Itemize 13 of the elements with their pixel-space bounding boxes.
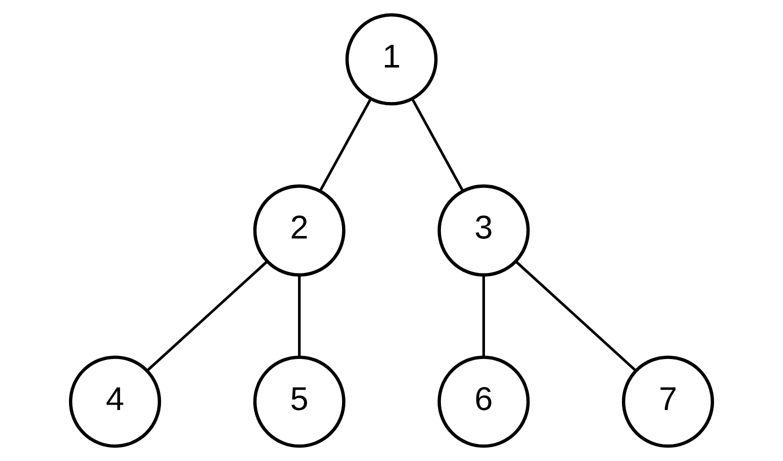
connector — [298, 274, 301, 357]
connector — [319, 98, 372, 192]
node-circle: 5 — [253, 356, 346, 448]
node-circle: 6 — [438, 356, 530, 448]
connector — [146, 260, 268, 372]
node-circle: 7 — [622, 356, 714, 448]
node-circle: 4 — [68, 356, 162, 448]
connector — [411, 98, 464, 192]
connector — [514, 260, 637, 372]
node-circle: 2 — [253, 184, 346, 277]
connector — [482, 274, 485, 357]
node-circle: 3 — [438, 184, 530, 277]
node-circle: 1 — [345, 13, 438, 106]
